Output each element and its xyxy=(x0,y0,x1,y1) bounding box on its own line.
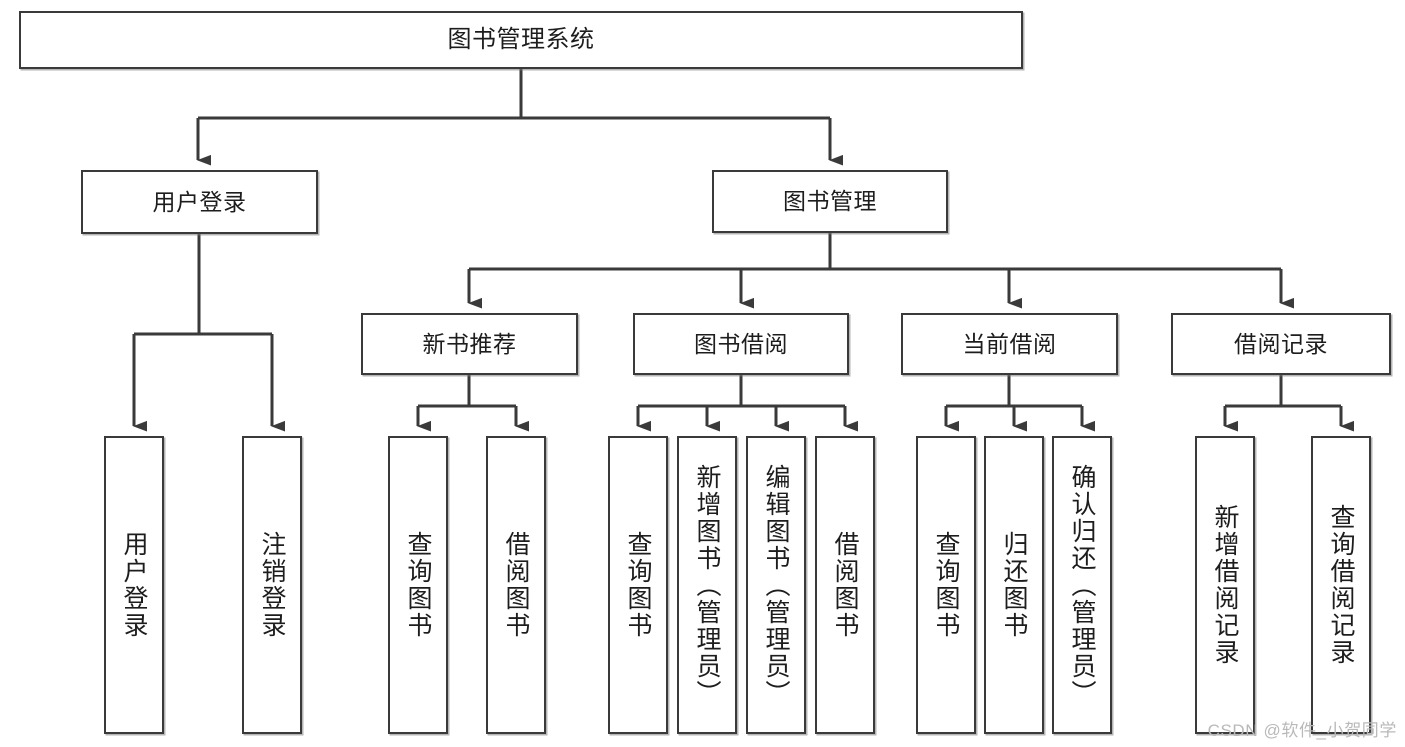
node-label: 注销登录 xyxy=(258,531,286,639)
leaf-user-login[interactable]: 用户登录 xyxy=(104,436,164,734)
node-label: 图书借阅 xyxy=(694,330,788,357)
node-book-borrow[interactable]: 图书借阅 xyxy=(633,313,849,375)
leaf-query-book-new[interactable]: 查询图书 xyxy=(388,436,448,734)
node-label: 图书管理系统 xyxy=(447,26,595,54)
node-label: 用户登录 xyxy=(120,531,148,639)
node-label: 借阅记录 xyxy=(1234,330,1328,357)
node-label: 查询图书 xyxy=(624,531,652,639)
node-label: 归还图书 xyxy=(1000,531,1028,639)
node-label: 新增借阅记录 xyxy=(1211,504,1239,666)
node-new-book-recommend[interactable]: 新书推荐 xyxy=(361,313,578,375)
leaf-logout[interactable]: 注销登录 xyxy=(242,436,302,734)
node-root-book-management-system[interactable]: 图书管理系统 xyxy=(19,11,1023,69)
leaf-add-book-admin[interactable]: 新增图书（管理员） xyxy=(677,436,737,734)
leaf-borrow-book[interactable]: 借阅图书 xyxy=(815,436,875,734)
node-label: 借阅图书 xyxy=(831,531,859,639)
csdn-watermark: CSDN @软件_小贺同学 xyxy=(1207,721,1397,740)
node-label: 确认归还（管理员） xyxy=(1068,463,1096,707)
node-label: 新增图书（管理员） xyxy=(693,463,721,707)
node-user-login[interactable]: 用户登录 xyxy=(81,170,318,234)
node-label: 新书推荐 xyxy=(422,330,517,357)
node-label: 查询图书 xyxy=(404,531,432,639)
leaf-add-borrow-record[interactable]: 新增借阅记录 xyxy=(1195,436,1255,734)
leaf-query-book-current[interactable]: 查询图书 xyxy=(916,436,976,734)
node-label: 编辑图书（管理员） xyxy=(762,463,790,707)
node-label: 查询图书 xyxy=(932,531,960,639)
leaf-query-borrow-record[interactable]: 查询借阅记录 xyxy=(1311,436,1371,734)
leaf-borrow-book-new[interactable]: 借阅图书 xyxy=(486,436,546,734)
node-label: 借阅图书 xyxy=(502,531,530,639)
node-borrow-record[interactable]: 借阅记录 xyxy=(1171,313,1391,375)
node-label: 用户登录 xyxy=(152,188,247,215)
leaf-edit-book-admin[interactable]: 编辑图书（管理员） xyxy=(746,436,806,734)
leaf-query-book-borrow[interactable]: 查询图书 xyxy=(608,436,668,734)
node-label: 当前借阅 xyxy=(962,330,1057,357)
node-current-borrow[interactable]: 当前借阅 xyxy=(901,313,1118,375)
leaf-return-book[interactable]: 归还图书 xyxy=(984,436,1044,734)
node-label: 图书管理 xyxy=(783,188,877,215)
node-label: 查询借阅记录 xyxy=(1327,504,1355,666)
leaf-confirm-return-admin[interactable]: 确认归还（管理员） xyxy=(1052,436,1112,734)
node-book-management[interactable]: 图书管理 xyxy=(712,170,948,233)
